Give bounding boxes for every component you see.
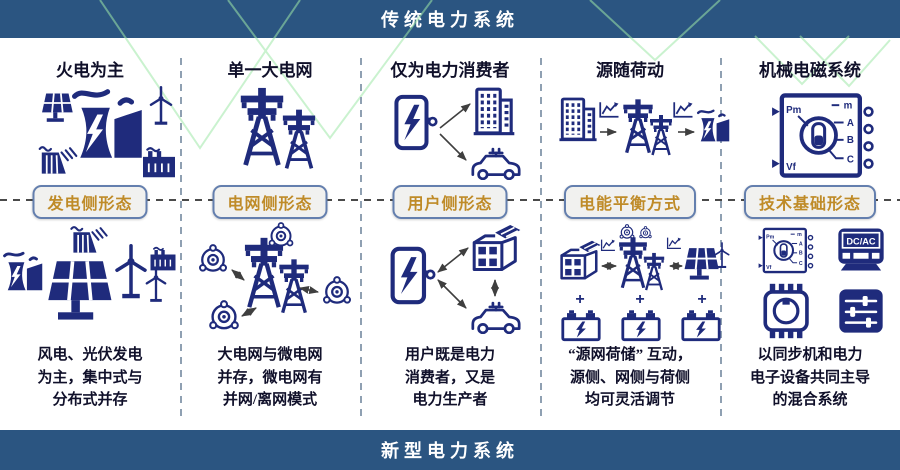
bottom-banner-title: 新型电力系统 [381,441,519,461]
badge-user-side: 用户侧形态 [392,185,508,219]
microgrid-node-icon [268,222,294,247]
sync-machine-block-icon [758,227,814,274]
plus-sign: + [575,291,584,308]
plus-sign: + [635,291,644,308]
col2-header: 单一大电网 [227,61,313,80]
load-curve-icon [599,101,620,118]
column-divider-1 [180,58,182,422]
top-banner-title: 传统电力系统 [381,10,519,30]
microgrid-node-icon [208,300,240,330]
col3-top-icons [378,87,521,180]
col2-description: 大电网与微电网 并存，微电网有 并网/离网模式 [217,347,323,408]
control-sliders-icon [838,288,884,334]
ev-car-icon [471,147,521,180]
transmission-tower-icon [621,98,655,154]
hydro-dam-icon [70,226,108,254]
factory-icon [149,246,177,271]
microgrid-node-icon [322,276,352,304]
ev-car-icon [471,301,521,334]
transmission-tower-icon [277,258,311,314]
col3-header: 仅为电力消费者 [390,61,510,80]
thermal-plant-icon [75,92,142,158]
wind-turbine-icon [115,244,147,300]
flow-arrows [437,247,499,309]
load-curve-icon [600,239,616,251]
solar-panel-icon [46,259,114,322]
plus-sign: + [697,291,706,308]
col1-header: 火电为主 [56,61,124,80]
hydro-dam-icon [38,146,78,175]
solar-panel-icon [683,247,720,281]
col5-description: 以同步机和电力 电子设备共同主导 的混合系统 [749,347,870,408]
load-curve-icon [666,237,682,249]
col5-top-icons [765,88,885,182]
wind-turbine-icon [149,86,173,126]
battery-storage-icon [621,308,661,342]
col4-bottom-icons: + + + [560,224,730,342]
col1-description: 风电、光伏发电 为主，集中式与 分布式并存 [37,347,143,408]
col2-top-icons [205,84,317,170]
factory-icon [141,147,177,178]
transmission-tower-icon [241,88,283,165]
solar-roof-building-icon [560,240,602,280]
bottom-banner: 新型电力系统 [0,430,900,470]
col4-description: “源网荷储” 互动， 源侧、网侧与荷侧 均可灵活调节 [568,347,692,408]
column-divider-3 [540,58,542,422]
col5-header: 机械电磁系统 [759,61,861,80]
dc-ac-converter-icon [837,227,885,272]
col5-bottom-icons [758,227,885,340]
col3-bottom-icons [378,224,522,334]
microgrid-node-icon [639,226,652,239]
badge-tech-basis: 技术基础形态 [743,185,877,219]
load-curve-icon [673,101,694,118]
col4-header: 源随荷动 [596,61,664,80]
badge-generation-side: 发电侧形态 [32,185,148,219]
power-chip-icon [763,282,809,340]
solar-panel-icon [41,92,74,123]
thermal-plant-icon [3,251,44,291]
col2-bottom-icons [198,222,352,330]
wind-turbine-icon [145,266,167,303]
battery-storage-icon [561,308,601,342]
col1-top-icons [38,86,177,178]
microgrid-node-icon [619,224,635,239]
transmission-tower-icon [281,108,317,170]
badge-energy-balance: 电能平衡方式 [563,185,697,219]
column-divider-4 [720,58,722,422]
sync-machine-block-icon [772,95,872,175]
solar-roof-building-icon [472,224,522,271]
transmission-tower-icon [642,252,666,291]
charging-station-icon [396,97,436,148]
col3-description: 用户既是电力 消费者，又是 电力生产者 [404,347,495,408]
office-building-icon [472,87,516,136]
column-divider-2 [360,58,362,422]
flow-arrows [231,269,320,317]
badge-grid-side: 电网侧形态 [212,185,328,219]
transmission-tower-icon [617,236,649,289]
col1-bottom-icons [3,226,177,322]
top-banner: 传统电力系统 [0,0,900,38]
thermal-plant-icon [696,109,731,142]
flow-arrows [439,103,471,161]
office-building-icon [558,97,598,142]
battery-storage-icon [681,308,721,342]
microgrid-node-icon [198,244,228,272]
col4-top-icons [558,97,731,156]
transmission-tower-icon [648,114,674,156]
transmission-tower-icon [245,238,283,307]
charging-station-icon [393,249,434,302]
